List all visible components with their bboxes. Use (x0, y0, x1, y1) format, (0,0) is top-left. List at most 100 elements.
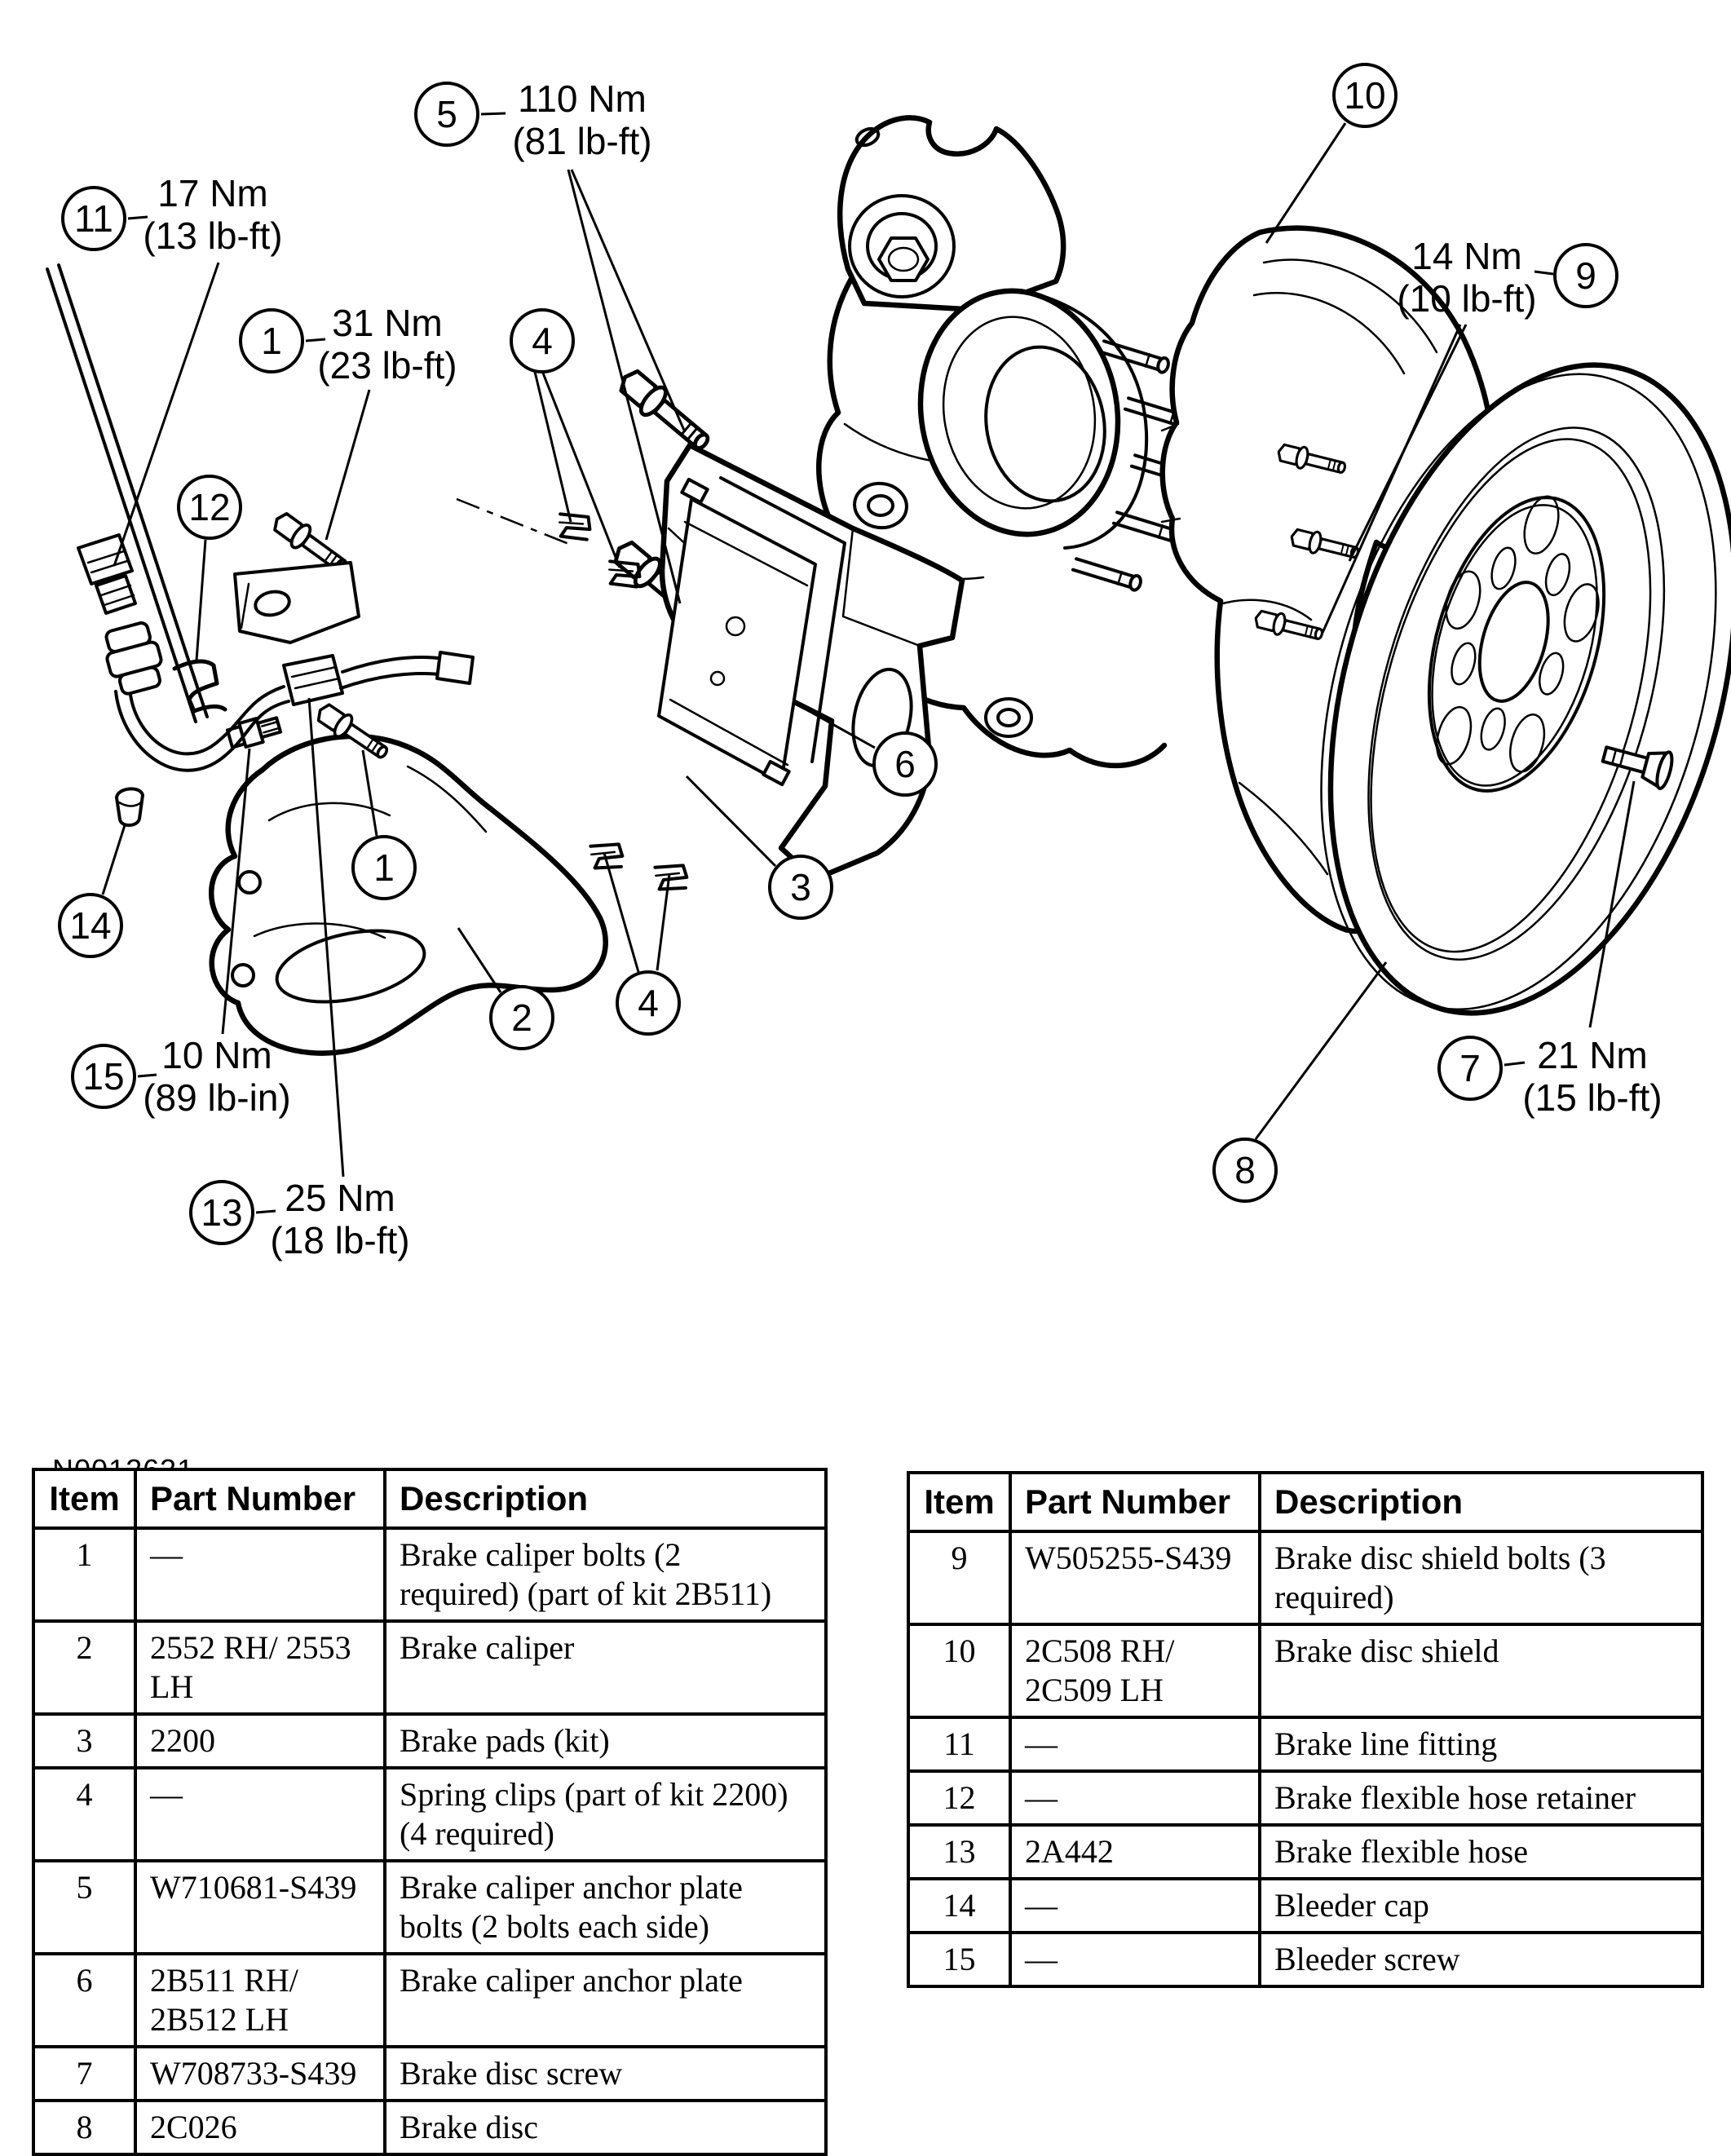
cell-description: Bleeder screw (1258, 1931, 1704, 1988)
column-header: Part Number (134, 1468, 386, 1530)
callout-circle (58, 893, 123, 958)
column-header: Item (32, 1468, 137, 1530)
cell-item-number: 9 (907, 1530, 1012, 1626)
table-row: 1—Brake caliper bolts (2 required) (part… (32, 1526, 828, 1623)
cell-part-number: — (1009, 1769, 1261, 1827)
cell-description: Brake line fitting (1258, 1716, 1704, 1773)
torque-label: 25 Nm (285, 1177, 395, 1219)
leader-line (1254, 961, 1388, 1140)
cell-description: Brake caliper anchor plate bolts (2 bolt… (383, 1859, 828, 1955)
leader-line (101, 824, 126, 895)
cell-description: Brake disc shield (1258, 1623, 1704, 1719)
leader-line (325, 389, 371, 541)
cell-description: Bleeder cap (1258, 1877, 1704, 1934)
cell-item-number: 1 (32, 1526, 137, 1623)
cell-part-number: 2200 (134, 1712, 386, 1769)
cell-item-number: 7 (32, 2045, 137, 2102)
cell-description: Brake caliper bolts (2 required) (part o… (383, 1526, 828, 1623)
brake-disc-drawing (1320, 362, 1731, 1016)
torque-label: 21 Nm (1537, 1034, 1647, 1076)
callout-tick (137, 1073, 157, 1078)
callout-circle (616, 970, 681, 1036)
cell-item-number: 5 (32, 1859, 137, 1955)
callout-tick (127, 215, 148, 220)
cell-part-number: W708733-S439 (134, 2045, 386, 2102)
exploded-diagram: 110 Nm(81 lb-ft)17 Nm(13 lb-ft)31 Nm(23 … (46, 63, 1731, 1261)
cell-item-number: 8 (32, 2099, 137, 2156)
cell-description: Brake flexible hose retainer (1258, 1769, 1704, 1827)
cell-item-number: 11 (907, 1716, 1012, 1773)
column-header: Description (1258, 1471, 1704, 1533)
disc-screw-drawing (1601, 745, 1674, 790)
table-body: 1—Brake caliper bolts (2 required) (part… (32, 1526, 828, 2156)
torque-label: 31 Nm (332, 302, 442, 344)
cell-item-number: 6 (32, 1952, 137, 2048)
callout-number: 7 (1459, 1047, 1481, 1089)
torque-label: (23 lb-ft) (317, 344, 457, 387)
callout-number: 1 (261, 320, 282, 362)
leader-line (603, 852, 640, 973)
disc-hub-face (1427, 495, 1606, 793)
callout-circle (61, 186, 126, 251)
cell-part-number: — (1009, 1716, 1261, 1773)
leader-line (1588, 780, 1636, 1028)
cell-part-number: 2A442 (1009, 1823, 1261, 1880)
leader-line (113, 262, 220, 567)
torque-label: 10 Nm (161, 1034, 272, 1076)
callout-circle (1553, 243, 1618, 308)
cell-description: Brake disc shield bolts (3 required) (1258, 1530, 1704, 1626)
leader-line (570, 169, 687, 433)
torque-label: (89 lb-in) (143, 1076, 291, 1119)
cell-part-number: 2C508 RH/ 2C509 LH (1009, 1623, 1261, 1719)
callout-number: 3 (790, 866, 811, 908)
callout-number: 8 (1234, 1149, 1256, 1191)
leader-line (307, 697, 345, 1177)
cell-description: Brake pads (kit) (383, 1712, 828, 1769)
leader-line (195, 539, 207, 661)
table-row: 14—Bleeder cap (907, 1877, 1704, 1934)
callout-number: 11 (74, 197, 113, 240)
callout-number: 5 (436, 93, 457, 135)
callout-circle (177, 475, 242, 540)
cell-part-number: — (1009, 1931, 1261, 1988)
callout-circle (1332, 63, 1398, 128)
callout-circle (510, 308, 575, 373)
callout-number: 14 (69, 904, 111, 947)
cell-part-number: — (1009, 1877, 1261, 1934)
cell-item-number: 4 (32, 1766, 137, 1862)
callout-number: 2 (511, 996, 532, 1039)
brake-pads-drawing (657, 476, 846, 787)
callout-circle (489, 985, 554, 1050)
bleeder-cap-drawing (115, 787, 144, 827)
leader-line (685, 775, 777, 868)
callout-circle (1437, 1036, 1503, 1101)
callout-circle (239, 308, 304, 373)
hose-bracket-drawing (233, 561, 360, 644)
callout-number: 4 (638, 982, 659, 1024)
torque-label: (18 lb-ft) (270, 1219, 409, 1261)
callout-circle (872, 731, 938, 797)
column-header: Part Number (1009, 1471, 1261, 1533)
torque-label: (81 lb-ft) (512, 120, 651, 162)
cell-description: Brake disc screw (383, 2045, 828, 2102)
leader-line (457, 927, 502, 993)
table-row: 12—Brake flexible hose retainer (907, 1769, 1704, 1827)
table-row: 4—Spring clips (part of kit 2200) (4 req… (32, 1766, 828, 1862)
torque-label: (13 lb-ft) (143, 214, 282, 257)
hose-retainer-drawing (172, 659, 227, 714)
leader-line (221, 748, 251, 1035)
cell-item-number: 12 (907, 1769, 1012, 1827)
brake-caliper-drawing (209, 733, 608, 1056)
column-header: Item (907, 1471, 1012, 1533)
